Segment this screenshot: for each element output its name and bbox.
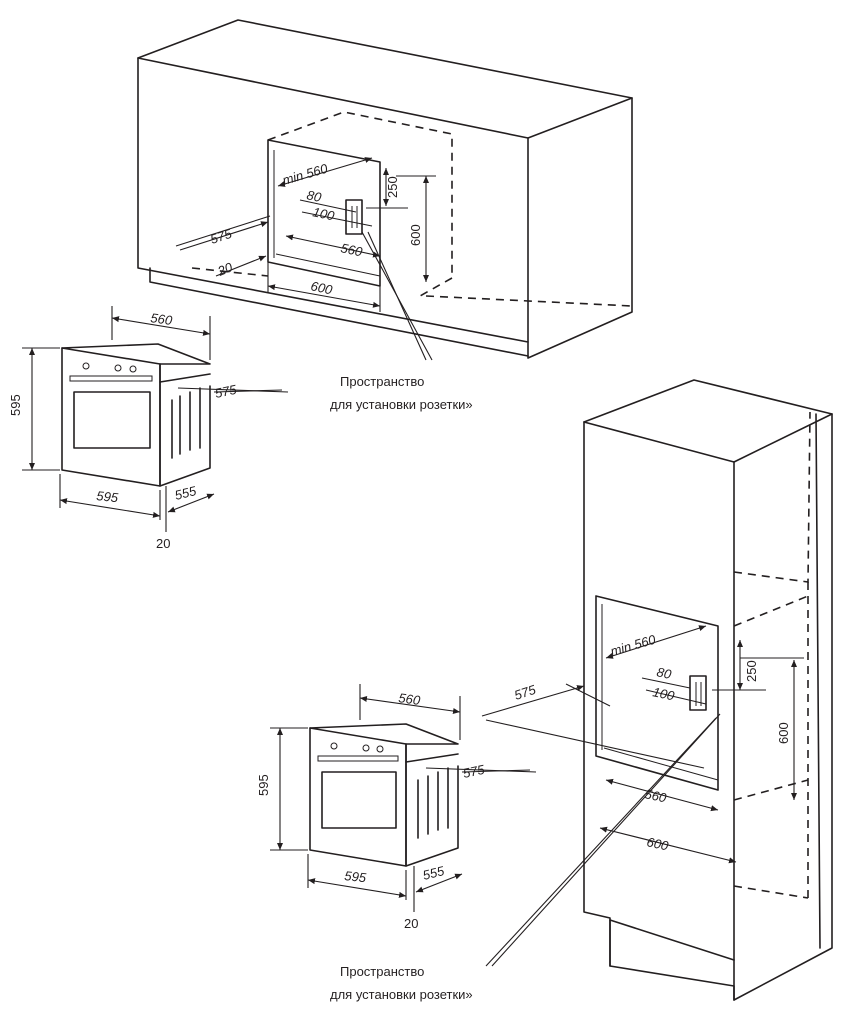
dim-575: 575 [208,226,234,247]
oven-dim-595-height: 595 [8,394,23,416]
tall-socket-caption-line1: Пространство [340,964,424,979]
tall-dim-560: 560 [643,786,668,805]
oven-dim-555: 555 [173,483,198,503]
tall-dim-min-width: min 560 [609,632,658,659]
top-cabinet: min 560 80 100 250 600 575 560 20 600 Пр… [137,19,633,412]
tall-dim-600-horizontal: 600 [645,834,670,853]
oven-top: 560 595 575 595 555 20 [8,306,289,551]
tall-cabinet: min 560 80 100 250 600 575 560 600 Прост… [330,379,833,1002]
dim-20: 20 [215,259,236,279]
socket-caption-line1: Пространство [340,374,424,389]
tall-dim-80: 80 [655,664,673,682]
dim-80: 80 [305,187,323,205]
tall-dim-600-vertical: 600 [776,722,791,744]
dim-600-vertical: 600 [408,224,423,246]
oven-dim-20: 20 [156,536,170,551]
tall-dim-575: 575 [512,682,538,703]
dim-100: 100 [311,204,336,223]
oven-b-dim-595-width: 595 [344,868,368,885]
dim-min-width: min 560 [281,161,330,188]
oven-dim-595-width: 595 [96,488,120,505]
oven-dim-575: 575 [214,382,239,401]
tall-dim-100: 100 [651,684,676,703]
tall-socket-caption-line2: для установки розетки» [330,987,473,1002]
dim-600-horizontal: 600 [309,278,334,297]
oven-b-dim-555: 555 [421,863,446,883]
oven-b-dim-575: 575 [462,762,487,781]
oven-dim-560: 560 [150,310,174,328]
dim-560: 560 [339,240,364,259]
tall-dim-250: 250 [744,660,759,682]
oven-b-dim-20: 20 [404,916,418,931]
oven-b-dim-560: 560 [398,690,422,708]
oven-b-dim-595-height: 595 [256,774,271,796]
dim-250: 250 [385,176,400,198]
socket-caption-line2: для установки розетки» [330,397,473,412]
oven-bottom: 560 595 575 595 555 20 [256,684,537,931]
